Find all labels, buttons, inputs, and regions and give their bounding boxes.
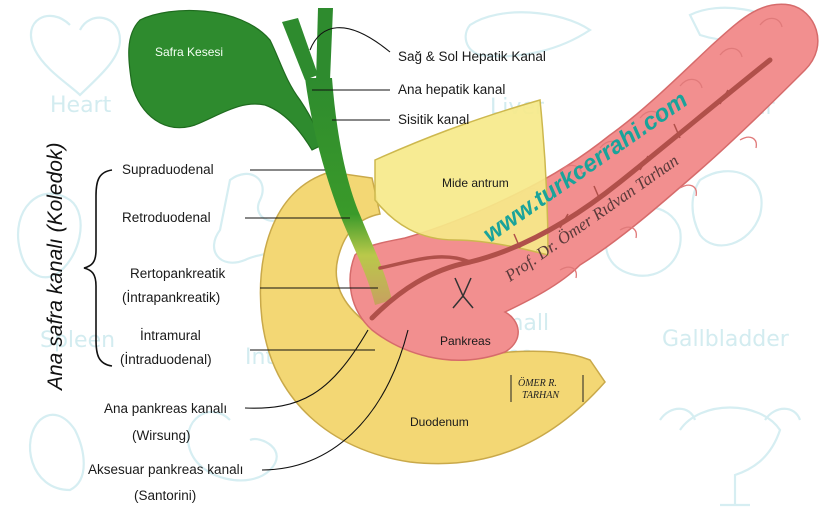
common-bile-duct xyxy=(305,78,392,305)
signature-line2: TARHAN xyxy=(522,390,560,401)
instrument-icon xyxy=(452,277,474,309)
bg-word-gallbladder: Gallbladder xyxy=(662,327,790,352)
signature-logo: ÖMER R. TARHAN xyxy=(510,375,584,402)
label-supraduodenal: Supraduodenal xyxy=(122,162,214,177)
label-retroduodenal: Retroduodenal xyxy=(122,210,211,225)
label-retropancreatic-1: Rertopankreatik xyxy=(130,266,226,281)
label-common-hepatic: Ana hepatik kanal xyxy=(398,82,505,97)
heart-icon xyxy=(29,14,122,97)
label-santorini-1: Aksesuar pankreas kanalı xyxy=(88,462,243,477)
bg-word-spleen: Spleen xyxy=(40,328,115,353)
hepatic-duct-left xyxy=(316,8,333,82)
santorini-duct xyxy=(378,255,472,270)
gallbladder-shape xyxy=(128,9,323,151)
spleen-icon xyxy=(17,192,82,279)
duodenum-shape xyxy=(259,171,606,465)
label-santorini-2: (Santorini) xyxy=(134,488,196,503)
stomach-icon xyxy=(187,410,278,482)
duodenum-label: Duodenum xyxy=(410,415,469,429)
uterus-icon xyxy=(659,406,802,507)
hepatic-duct-right xyxy=(282,18,318,80)
duct-branches xyxy=(513,89,729,249)
pancreas-label: Pankreas xyxy=(440,334,491,348)
signature-line1: ÖMER R. xyxy=(518,377,557,389)
label-wirsung-2: (Wirsung) xyxy=(132,428,191,443)
gallbladder-label: Safra Kesesi xyxy=(155,45,223,59)
label-hepatic-ducts: Sağ & Sol Hepatik Kanal xyxy=(398,49,546,64)
bg-word-heart: Heart xyxy=(50,93,112,118)
label-intramural-2: (İntraduodenal) xyxy=(120,352,212,367)
gallbladder-icon xyxy=(691,170,763,247)
liver-icon xyxy=(464,11,592,58)
side-title: Ana safra kanalı (Koledok) xyxy=(44,143,67,392)
wirsung-duct xyxy=(369,57,773,321)
leader-lines xyxy=(244,27,409,471)
label-intramural-1: İntramural xyxy=(140,328,201,343)
label-retropancreatic-2: (İntrapankreatik) xyxy=(122,290,220,305)
bracket-brace xyxy=(83,169,113,367)
label-wirsung-1: Ana pankreas kanalı xyxy=(104,401,227,416)
stomach-label: Mide antrum xyxy=(442,176,509,190)
kidney-icon xyxy=(28,413,85,492)
label-cystic: Sisitik kanal xyxy=(398,112,469,127)
